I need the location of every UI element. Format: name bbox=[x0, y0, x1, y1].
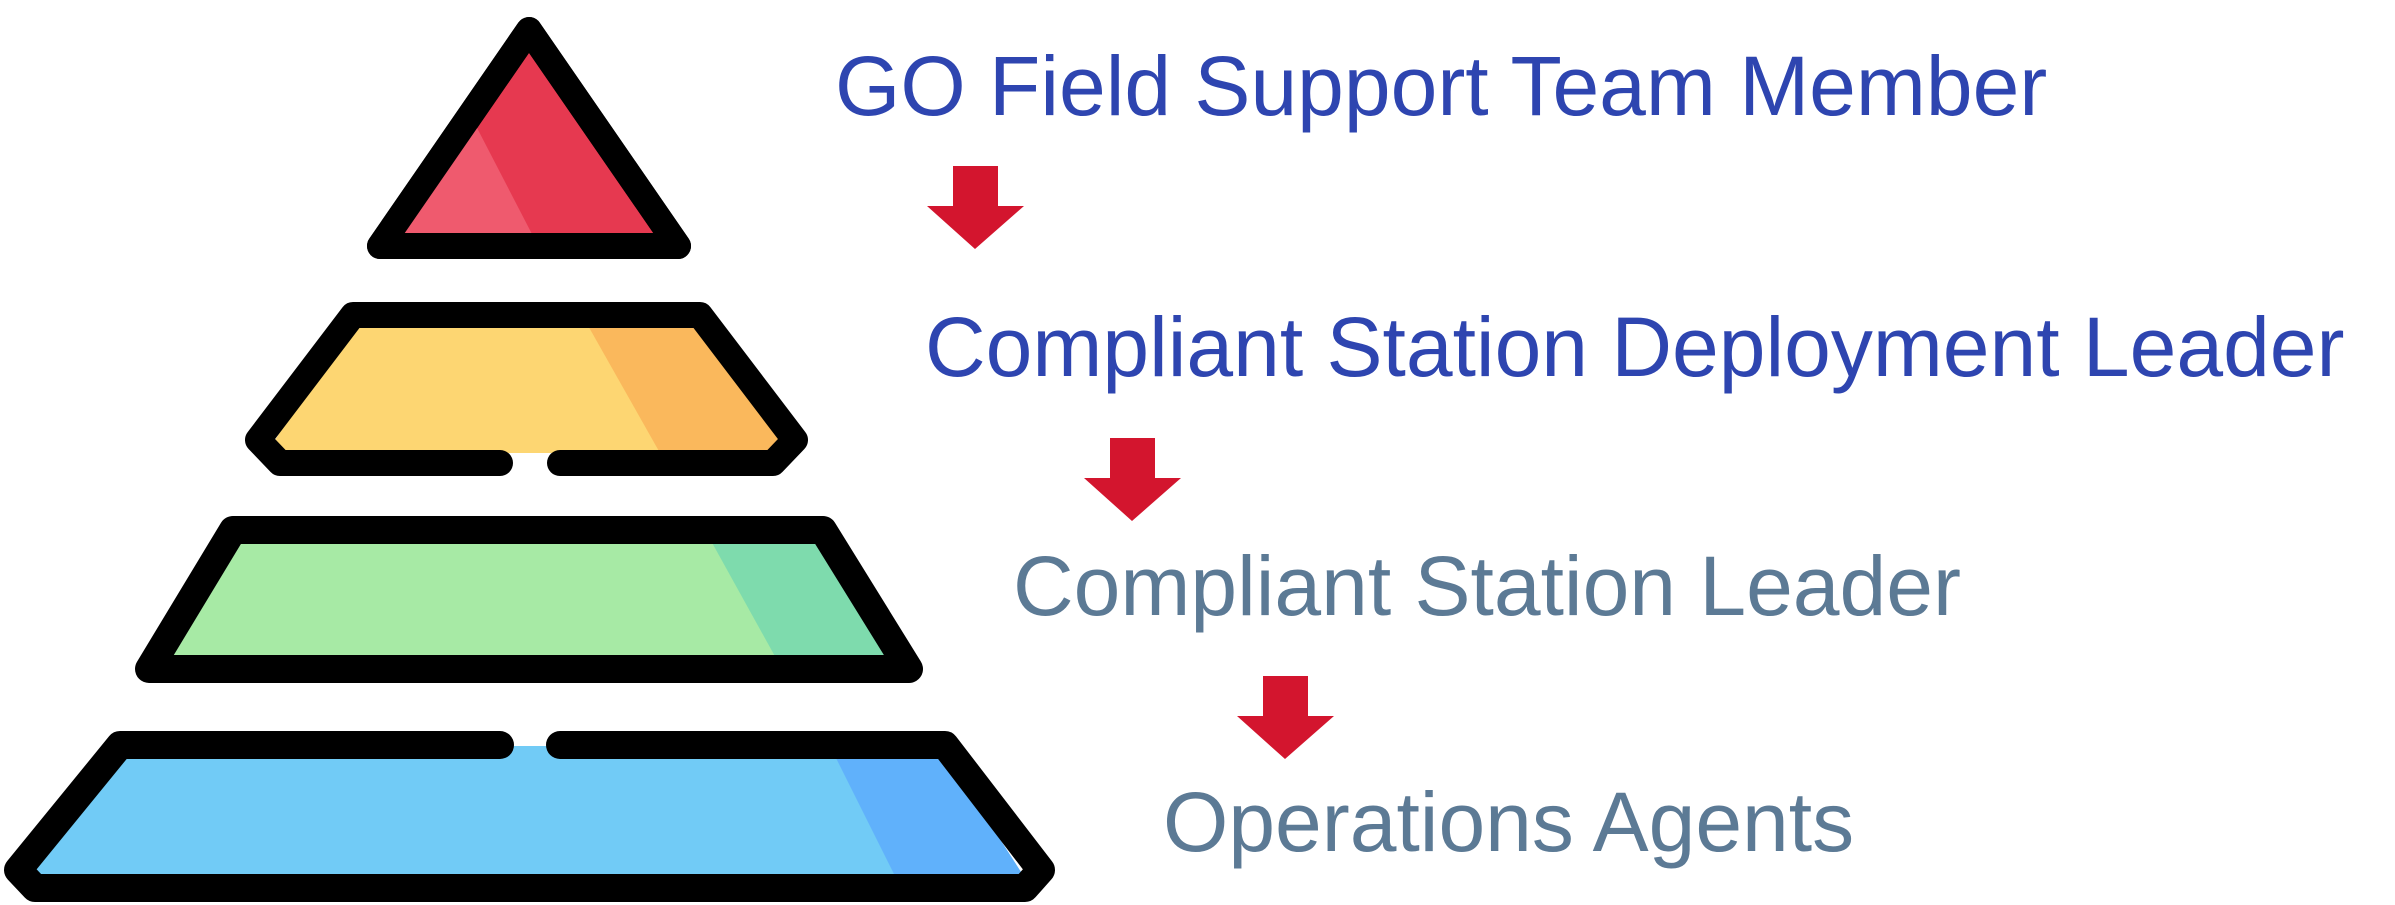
down-arrow-icon bbox=[1237, 676, 1334, 759]
pyramid-tier-1 bbox=[367, 17, 691, 259]
level-1-label: GO Field Support Team Member bbox=[835, 39, 2048, 133]
down-arrow-icon bbox=[1084, 438, 1181, 521]
pyramid-tier-3 bbox=[135, 516, 923, 683]
level-2-label: Compliant Station Deployment Leader bbox=[925, 300, 2345, 394]
pyramid-tier-2 bbox=[245, 302, 808, 476]
level-3-label: Compliant Station Leader bbox=[1013, 539, 1961, 633]
level-4-label: Operations Agents bbox=[1163, 775, 1855, 869]
down-arrow-icon bbox=[927, 166, 1024, 249]
pyramid-tier-4 bbox=[4, 731, 1055, 902]
